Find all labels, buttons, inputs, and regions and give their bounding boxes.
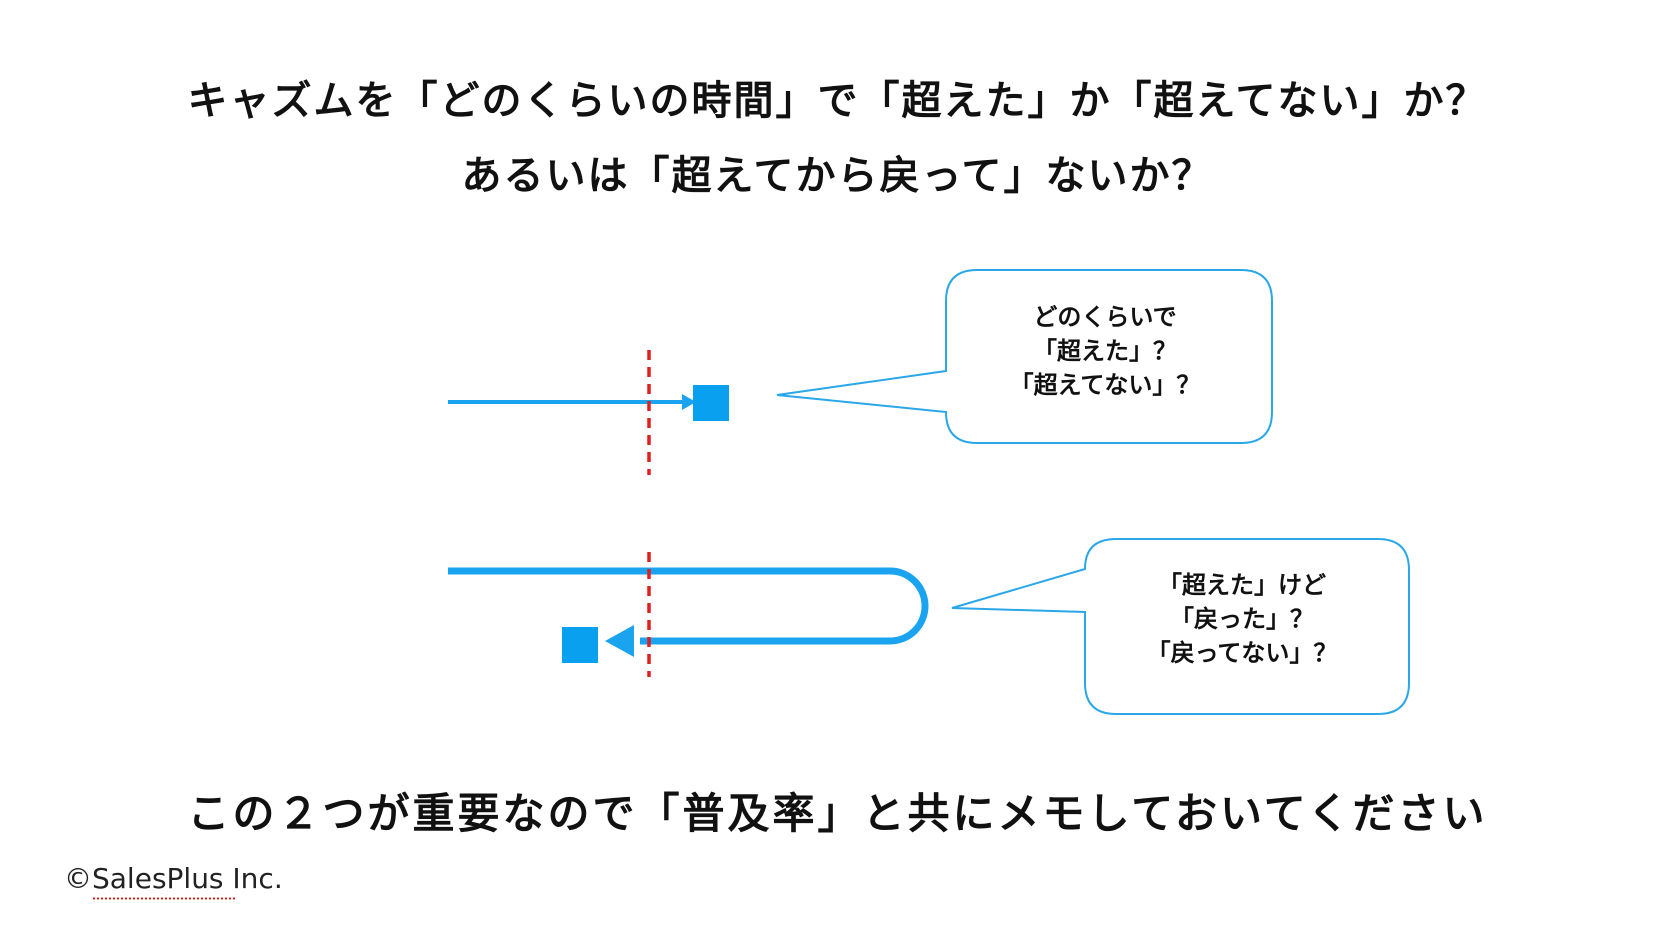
callout-bubble-2 — [951, 538, 1410, 715]
return-arrow-head — [605, 625, 634, 657]
callout-text-1: どのくらいで 「超えた」？ 「超えてない」？ — [945, 300, 1265, 402]
title-line-1: キャズムを「どのくらいの時間」で「超えた」か「超えてない」か？ — [187, 78, 1488, 124]
callout-2-line-2: 「戻った」？ — [1170, 605, 1314, 633]
position-square-1 — [693, 385, 729, 421]
arrow-1-head — [682, 394, 696, 410]
callout-1-line-3: 「超えてない」？ — [1009, 371, 1201, 399]
position-square-2 — [562, 627, 598, 663]
callout-2-line-1: 「超えた」けど — [1158, 571, 1326, 599]
spellcheck-underline — [92, 897, 237, 900]
callout-1-line-2: 「超えた」？ — [1033, 337, 1177, 365]
title-line-2: あるいは「超えてから戻って」ないか？ — [461, 153, 1214, 199]
callout-1-line-1: どのくらいで — [1033, 303, 1177, 331]
callout-text-2: 「超えた」けど 「戻った」？ 「戻ってない」？ — [1082, 568, 1402, 670]
bottom-message: この２つが重要なので「普及率」と共にメモしておいてください — [187, 789, 1488, 838]
callout-bubble-1 — [776, 269, 1273, 444]
copyright-text: ©SalesPlus Inc. — [64, 862, 283, 895]
return-arrow-path — [448, 567, 929, 645]
callout-2-line-3: 「戻ってない」？ — [1146, 639, 1338, 667]
